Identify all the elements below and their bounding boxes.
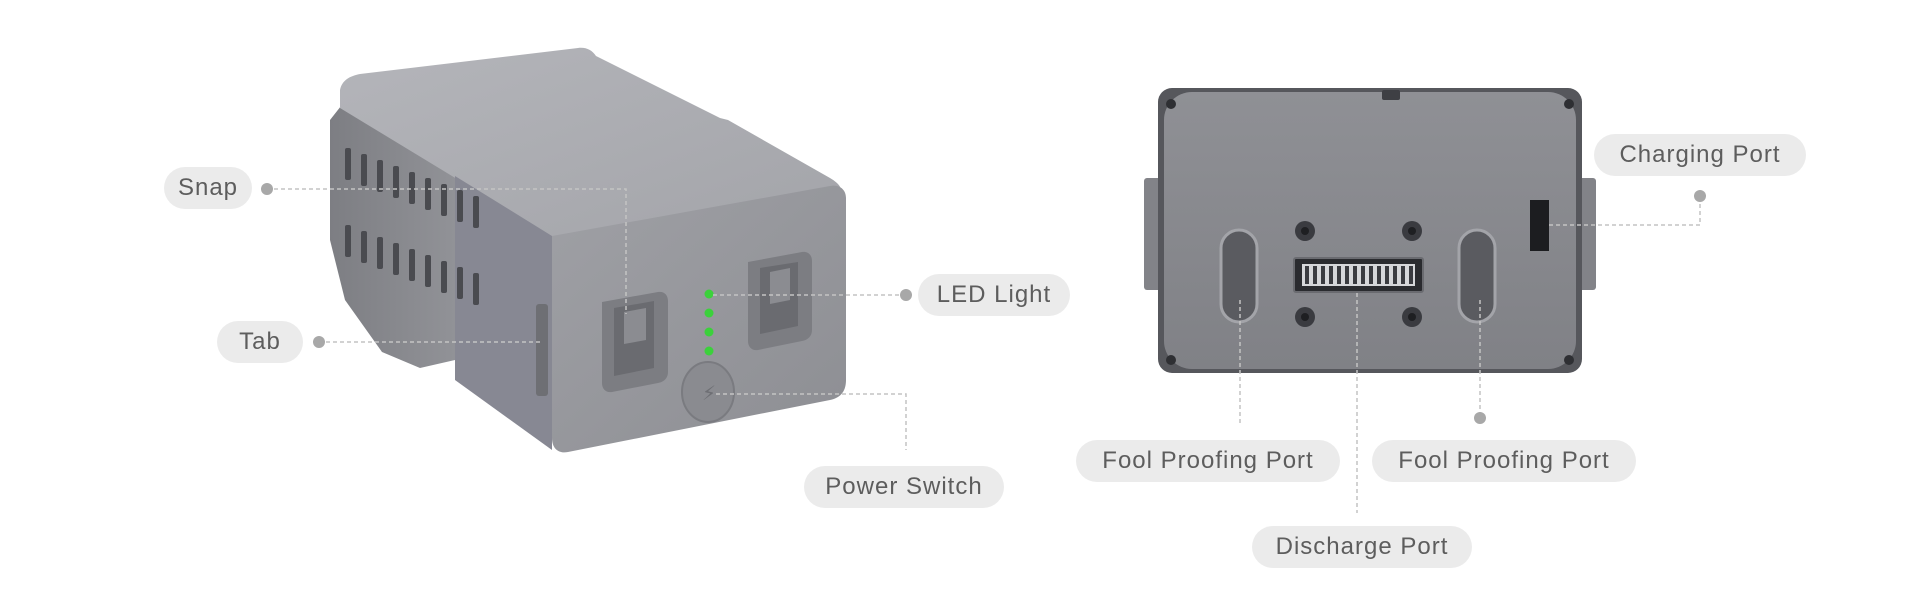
power-icon: ⚡ (702, 381, 716, 405)
battery-top-face (340, 47, 842, 241)
led-4 (704, 346, 714, 356)
battery-tab (536, 304, 548, 396)
led-indicators (704, 289, 714, 356)
battery-perspective-view: ⚡ (330, 47, 846, 453)
power-switch: ⚡ (681, 361, 735, 423)
fool-proofing-port-left-label: Fool Proofing Port (1076, 440, 1340, 482)
snap-leader (267, 188, 627, 314)
back-panel (1164, 92, 1576, 369)
discharge-port-label: Discharge Port (1252, 526, 1472, 568)
led-3 (704, 327, 714, 337)
tab-label: Tab (217, 321, 303, 363)
discharge-port-screws (1295, 221, 1422, 327)
snap-button-left (602, 291, 668, 393)
snap-button-right (748, 251, 812, 351)
power-switch-leader (716, 393, 907, 450)
discharge-port-shape (1293, 257, 1424, 293)
charging-port-leader (1549, 196, 1701, 226)
leader-dots (261, 183, 1706, 424)
back-side-tab-left (1144, 178, 1162, 290)
led-2 (704, 308, 714, 318)
led-1 (704, 289, 714, 299)
leader-lines (267, 188, 1701, 513)
back-top-notch (1382, 90, 1400, 100)
battery-lower-side (455, 176, 552, 450)
fool-proofing-port-right-label: Fool Proofing Port (1372, 440, 1636, 482)
corner-screws (1166, 99, 1574, 365)
back-side-tab-right (1578, 178, 1596, 290)
charging-port-label: Charging Port (1594, 134, 1806, 176)
charging-port-shape (1530, 200, 1549, 251)
battery-vents (345, 148, 479, 305)
fool-proofing-port-left-shape (1219, 228, 1259, 324)
snap-label: Snap (164, 167, 252, 209)
fool-proofing-port-right-shape (1457, 228, 1497, 324)
led-light-label: LED Light (918, 274, 1070, 316)
power-switch-label: Power Switch (804, 466, 1004, 508)
battery-back-view (1144, 88, 1596, 373)
